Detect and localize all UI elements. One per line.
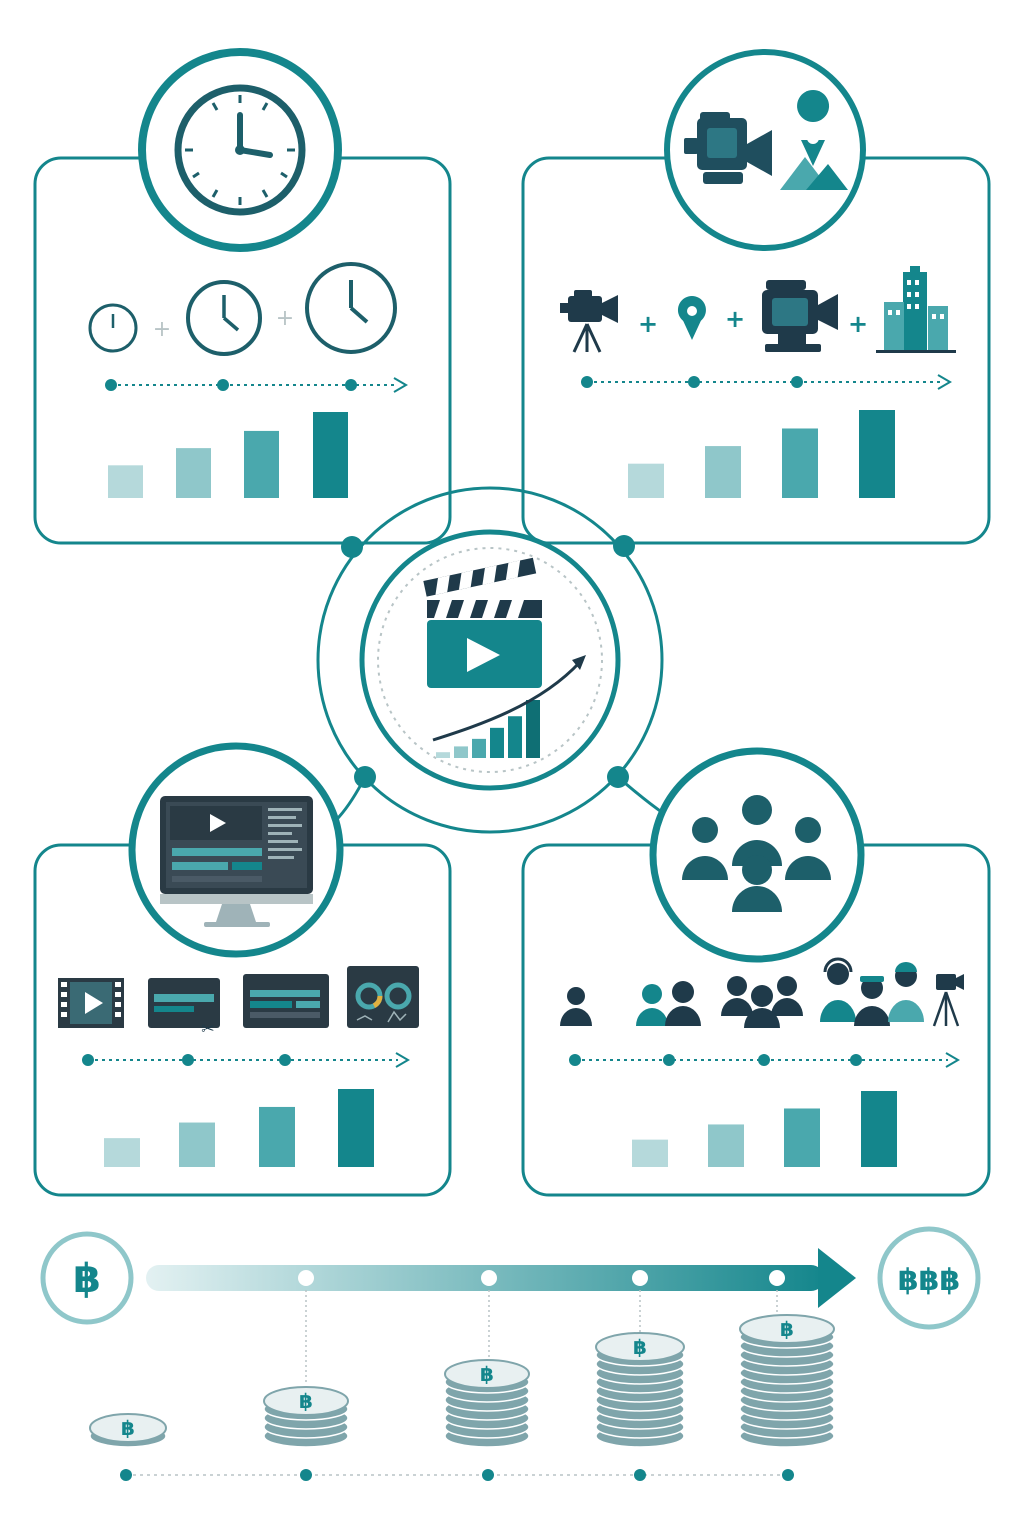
growth-trend-arrow xyxy=(432,660,582,742)
center-growth-bars xyxy=(436,700,540,758)
video-camera-location-icon xyxy=(684,90,848,190)
connector-node xyxy=(613,535,635,557)
crew-with-camera-icon xyxy=(820,957,964,1027)
growth-bar xyxy=(782,428,818,498)
cost-arrow-head xyxy=(818,1248,856,1308)
growth-bar xyxy=(784,1108,820,1167)
growth-bar xyxy=(708,1124,744,1167)
coin-symbol: ฿ xyxy=(780,1317,794,1341)
progress-dotline xyxy=(105,377,408,393)
cost-end-badge xyxy=(877,1226,981,1330)
connector-node xyxy=(341,536,363,558)
growth-bar xyxy=(859,410,895,498)
svg-text:✂: ✂ xyxy=(201,1019,214,1038)
multi-track-timeline-icon xyxy=(243,974,329,1028)
coin-symbol: ฿ xyxy=(121,1416,135,1440)
clapperboard-play-icon xyxy=(423,557,542,688)
center-hub xyxy=(316,486,664,834)
center-growth-bar xyxy=(454,746,468,758)
cost-start-badge xyxy=(40,1231,134,1325)
coin-stacks: ฿฿฿฿฿ xyxy=(89,1314,835,1448)
small-clock-icon xyxy=(88,303,138,353)
connector-node xyxy=(354,766,376,788)
panel-editing: ✂ xyxy=(33,742,452,1197)
city-buildings-icon xyxy=(876,266,956,353)
connector-node xyxy=(607,766,629,788)
cost-scale: ฿ ฿฿฿ ฿฿฿฿฿ xyxy=(40,1226,981,1481)
clock-icon xyxy=(186,280,262,356)
growth-bars xyxy=(108,412,348,498)
two-people-icon xyxy=(636,981,701,1026)
growth-bar xyxy=(632,1139,668,1167)
cost-bottom-dotline xyxy=(120,1469,794,1481)
color-grading-icon xyxy=(347,966,419,1028)
growth-bar xyxy=(705,446,741,498)
growth-bars xyxy=(104,1089,374,1167)
growth-bars xyxy=(632,1091,897,1167)
growth-bar xyxy=(104,1138,140,1167)
coin-symbol: ฿ xyxy=(299,1389,313,1413)
center-growth-bar xyxy=(490,727,504,758)
progress-dotline xyxy=(581,374,952,390)
panel-crew xyxy=(521,747,991,1197)
single-person-icon xyxy=(560,987,592,1026)
cost-milestones xyxy=(298,1270,785,1286)
coin-stack: ฿ xyxy=(595,1332,685,1448)
plus-sign: + xyxy=(638,310,658,338)
plus-sign: + xyxy=(276,306,294,331)
panel-time: + + xyxy=(33,48,452,545)
plus-sign: + xyxy=(725,305,745,333)
coin-symbol: ฿ xyxy=(480,1362,494,1386)
plus-sign: + xyxy=(153,317,171,342)
clock-icon xyxy=(174,84,306,216)
coin-stack: ฿ xyxy=(89,1413,167,1448)
group-people-icon xyxy=(721,976,803,1028)
center-growth-bar xyxy=(526,700,540,758)
cost-end-symbol: ฿฿฿ xyxy=(898,1263,961,1298)
growth-bar xyxy=(108,465,143,498)
team-group-icon xyxy=(682,795,831,912)
coin-stack: ฿ xyxy=(444,1359,530,1448)
coin-stack: ฿ xyxy=(739,1314,835,1448)
pro-camera-icon xyxy=(762,280,838,352)
film-strip-icon xyxy=(58,978,124,1028)
cut-timeline-icon: ✂ xyxy=(148,978,220,1038)
growth-bar xyxy=(313,412,348,498)
center-growth-bar xyxy=(436,752,450,758)
progress-dotline xyxy=(569,1052,960,1068)
center-outer-ring xyxy=(316,486,664,834)
growth-bar xyxy=(244,430,279,498)
coin-stack: ฿ xyxy=(263,1386,349,1448)
progress-dotline xyxy=(82,1052,410,1068)
coin-symbol: ฿ xyxy=(633,1335,647,1359)
camera-on-tripod-icon xyxy=(560,290,618,353)
editing-monitor-icon xyxy=(160,796,313,927)
panel-gear-locations: + + + xyxy=(521,49,991,545)
center-growth-bar xyxy=(472,738,486,758)
growth-bar xyxy=(338,1089,374,1167)
location-pin-icon xyxy=(677,296,706,340)
cost-start-symbol: ฿ xyxy=(73,1256,101,1302)
growth-bar xyxy=(179,1122,215,1167)
center-growth-bar xyxy=(508,716,522,758)
growth-bar xyxy=(628,463,664,498)
growth-bars xyxy=(628,410,895,498)
large-clock-icon xyxy=(305,262,397,354)
plus-sign: + xyxy=(848,310,868,338)
growth-bar xyxy=(861,1091,897,1167)
growth-bar xyxy=(259,1106,295,1167)
growth-bar xyxy=(176,448,211,498)
